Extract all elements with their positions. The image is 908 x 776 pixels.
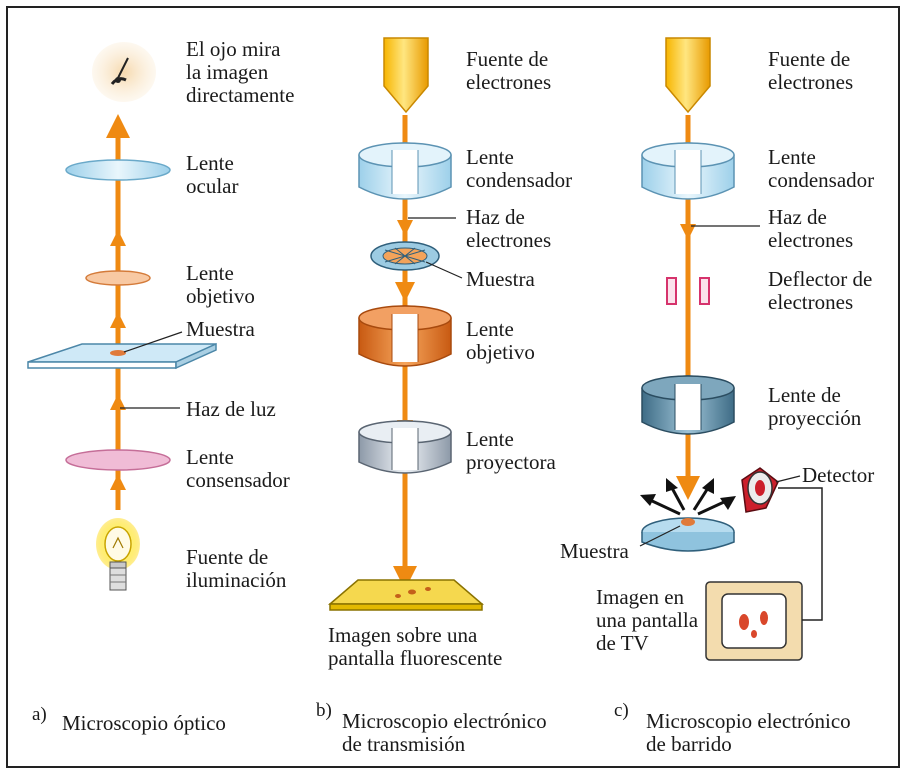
condenser-lens-label: Lente consensador [186,445,290,492]
tem-fluorescent-screen [327,579,485,611]
light-bulb-icon [96,518,140,591]
eye-label: El ojo mira la imagen directamente [186,37,295,107]
tem-projector-lens [358,420,452,474]
detector-label: Detector [802,463,875,487]
sem-deflector [666,277,710,305]
objective-lens [85,270,151,286]
sem-deflector-label: Deflector de electrones [768,267,873,314]
detector-cable [778,487,823,621]
caption-letter-a: a) [32,704,47,725]
sem-condenser-lens [641,142,735,200]
tem-sample-label: Muestra [466,267,535,291]
sem-projection-lens [641,375,735,435]
tem-electron-source [383,37,429,114]
tv-monitor-icon [705,581,803,661]
sem-source-label: Fuente de electrones [768,47,854,94]
caption-letter-b: b) [316,700,332,721]
tem-beam-label: Haz de electrones [466,205,552,252]
sem-condenser-label: Lente condensador [768,145,875,192]
tem-screen-label: Imagen sobre una pantalla fluorescente [328,623,503,670]
sem-projection-label: Lente de proyección [768,383,862,430]
ocular-lens [65,159,171,181]
tem-condenser-lens [358,142,452,200]
light-source-label: Fuente de iluminación [186,545,287,592]
sample-slide [27,331,217,370]
tem-projector-label: Lente proyectora [466,427,556,474]
caption-tem: Microscopio electrónico de transmisión [342,709,547,756]
sem-sample-label: Muestra [560,539,629,563]
sem-electron-source [665,37,711,114]
optical-beam [106,114,130,510]
tem-objective-label: Lente objetivo [466,317,535,364]
condenser-lens [65,449,171,471]
sem-beam-label: Haz de electrones [768,205,854,252]
optical-sample-label: Muestra [186,317,255,341]
detector-icon [741,467,801,513]
eye-icon [92,42,156,102]
ocular-lens-label: Lente ocular [186,151,239,198]
scattered-electrons-arrows [640,478,736,516]
objective-lens-label: Lente objetivo [186,261,255,308]
sem-sample-stage [639,517,735,552]
caption-optical: Microscopio óptico [62,711,226,735]
caption-sem: Microscopio electrónico de barrido [646,709,851,756]
tem-source-label: Fuente de electrones [466,47,552,94]
tem-objective-lens [358,305,452,367]
caption-letter-c: c) [614,700,629,721]
tem-sample-grid [370,241,463,279]
light-beam-label: Haz de luz [186,397,276,421]
tv-image-label: Imagen en una pantalla de TV [596,585,699,655]
tem-condenser-label: Lente condensador [466,145,573,192]
